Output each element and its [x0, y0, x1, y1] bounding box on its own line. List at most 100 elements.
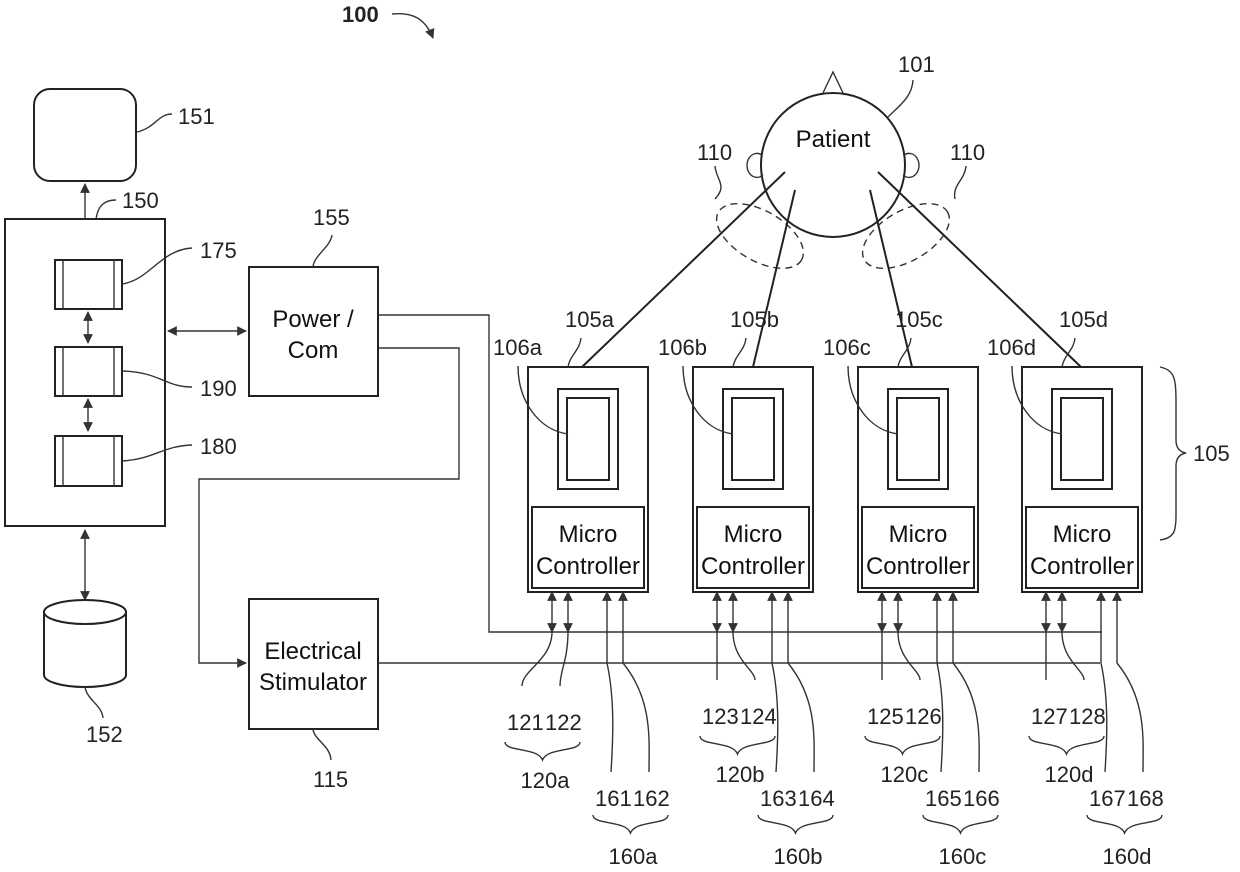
- microcontroller-label-2: Controller: [701, 553, 805, 580]
- patient-ref: 101: [898, 52, 935, 77]
- stim-leader: [953, 663, 979, 772]
- comm-ref: 123: [702, 704, 739, 729]
- power-com-ref: 155: [313, 205, 350, 230]
- stimulator-label-2: Stimulator: [259, 669, 367, 696]
- figure-ref-arrow: [392, 14, 433, 38]
- patient-label: Patient: [796, 126, 871, 153]
- coil-right-ref: 110: [950, 140, 985, 165]
- database-leader: [85, 687, 103, 718]
- microcontroller-label-1: Micro: [889, 521, 948, 548]
- coil-left-leader: [715, 166, 721, 199]
- comm-ref: 127: [1031, 704, 1068, 729]
- microcontroller-label-1: Micro: [724, 521, 783, 548]
- stim-ref: 165: [925, 786, 962, 811]
- component-190: [55, 347, 122, 396]
- stim-group-brace: [758, 815, 833, 833]
- sensor-inner: [567, 398, 609, 480]
- display-box: [34, 89, 136, 181]
- module-105c: MicroController105c106c125126120c1651661…: [823, 307, 1000, 869]
- component-180-ref: 180: [200, 434, 237, 459]
- sensor-inner: [732, 398, 774, 480]
- wire-105b: [753, 190, 795, 367]
- stim-group-ref: 160a: [609, 844, 659, 869]
- stim-leader: [1117, 663, 1143, 772]
- stim-group-brace: [1087, 815, 1162, 833]
- stim-group-brace: [593, 815, 668, 833]
- module-105a: MicroController105a106a121122120a1611621…: [493, 307, 670, 869]
- patient-leader: [888, 80, 913, 117]
- comm-leader: [522, 632, 552, 686]
- module-group-ref: 105: [1193, 441, 1230, 466]
- component-175: [55, 260, 122, 309]
- stim-ref: 166: [963, 786, 1000, 811]
- stimulator-ref: 115: [313, 767, 348, 792]
- stimulator-leader: [313, 729, 331, 760]
- display-ref: 151: [178, 104, 215, 129]
- figure-ref-label: 100: [342, 2, 379, 27]
- comm-leader: [1062, 632, 1084, 680]
- module-leader: [1062, 338, 1075, 367]
- comm-leader: [560, 632, 568, 686]
- comm-ref: 122: [545, 710, 582, 735]
- comm-group-ref: 120c: [881, 762, 929, 787]
- power-com-label-1: Power /: [272, 306, 354, 333]
- comm-ref: 125: [867, 704, 904, 729]
- module-105b: MicroController105b106b123124120b1631641…: [658, 307, 835, 869]
- stim-group-ref: 160d: [1103, 844, 1152, 869]
- module-ref: 105d: [1059, 307, 1108, 332]
- comm-ref: 126: [905, 704, 942, 729]
- comm-group-brace: [865, 736, 940, 754]
- modules: MicroController105a106a121122120a1611621…: [493, 307, 1164, 869]
- module-ref: 105b: [730, 307, 779, 332]
- stim-leader: [623, 663, 649, 772]
- computer-leader: [96, 200, 116, 219]
- comm-group-ref: 120d: [1045, 762, 1094, 787]
- sensor-ref: 106a: [493, 335, 543, 360]
- module-ref: 105c: [895, 307, 943, 332]
- module-group-brace: [1160, 367, 1186, 540]
- patient-head: [747, 72, 919, 237]
- comm-group-brace: [1029, 736, 1104, 754]
- comm-ref: 121: [507, 710, 544, 735]
- module-ref: 105a: [565, 307, 615, 332]
- microcontroller-label-1: Micro: [1053, 521, 1112, 548]
- comm-ref: 124: [740, 704, 777, 729]
- sensor-ref: 106d: [987, 335, 1036, 360]
- comm-group-brace: [700, 736, 775, 754]
- stim-group-ref: 160c: [939, 844, 987, 869]
- stim-ref: 162: [633, 786, 670, 811]
- comm-group-brace: [505, 742, 580, 760]
- sensor-inner: [897, 398, 939, 480]
- computer-ref: 150: [122, 188, 159, 213]
- power-com-leader: [313, 235, 332, 267]
- coil-left-ref: 110: [697, 140, 732, 165]
- component-190-ref: 190: [200, 376, 237, 401]
- sensor-ref: 106c: [823, 335, 871, 360]
- coil-right-leader: [955, 166, 966, 199]
- module-leader: [568, 338, 581, 367]
- module-leader: [733, 338, 746, 367]
- stim-leader: [607, 663, 613, 772]
- microcontroller-label-2: Controller: [1030, 553, 1134, 580]
- database-cylinder: [44, 600, 126, 687]
- sensor-inner: [1061, 398, 1103, 480]
- microcontroller-label-2: Controller: [536, 553, 640, 580]
- microcontroller-label-1: Micro: [559, 521, 618, 548]
- stim-group-ref: 160b: [774, 844, 823, 869]
- stim-ref: 168: [1127, 786, 1164, 811]
- stimulator-label-1: Electrical: [264, 638, 361, 665]
- database-ref: 152: [86, 722, 123, 747]
- component-180: [55, 436, 122, 486]
- stim-leader: [788, 663, 814, 772]
- display-leader: [137, 114, 172, 132]
- sensor-ref: 106b: [658, 335, 707, 360]
- component-175-ref: 175: [200, 238, 237, 263]
- wire-105d: [878, 172, 1081, 367]
- comm-leader: [898, 632, 920, 680]
- stim-ref: 163: [760, 786, 797, 811]
- comm-group-ref: 120b: [716, 762, 765, 787]
- power-com-label-2: Com: [288, 337, 339, 364]
- comm-group-ref: 120a: [521, 768, 571, 793]
- stim-ref: 167: [1089, 786, 1126, 811]
